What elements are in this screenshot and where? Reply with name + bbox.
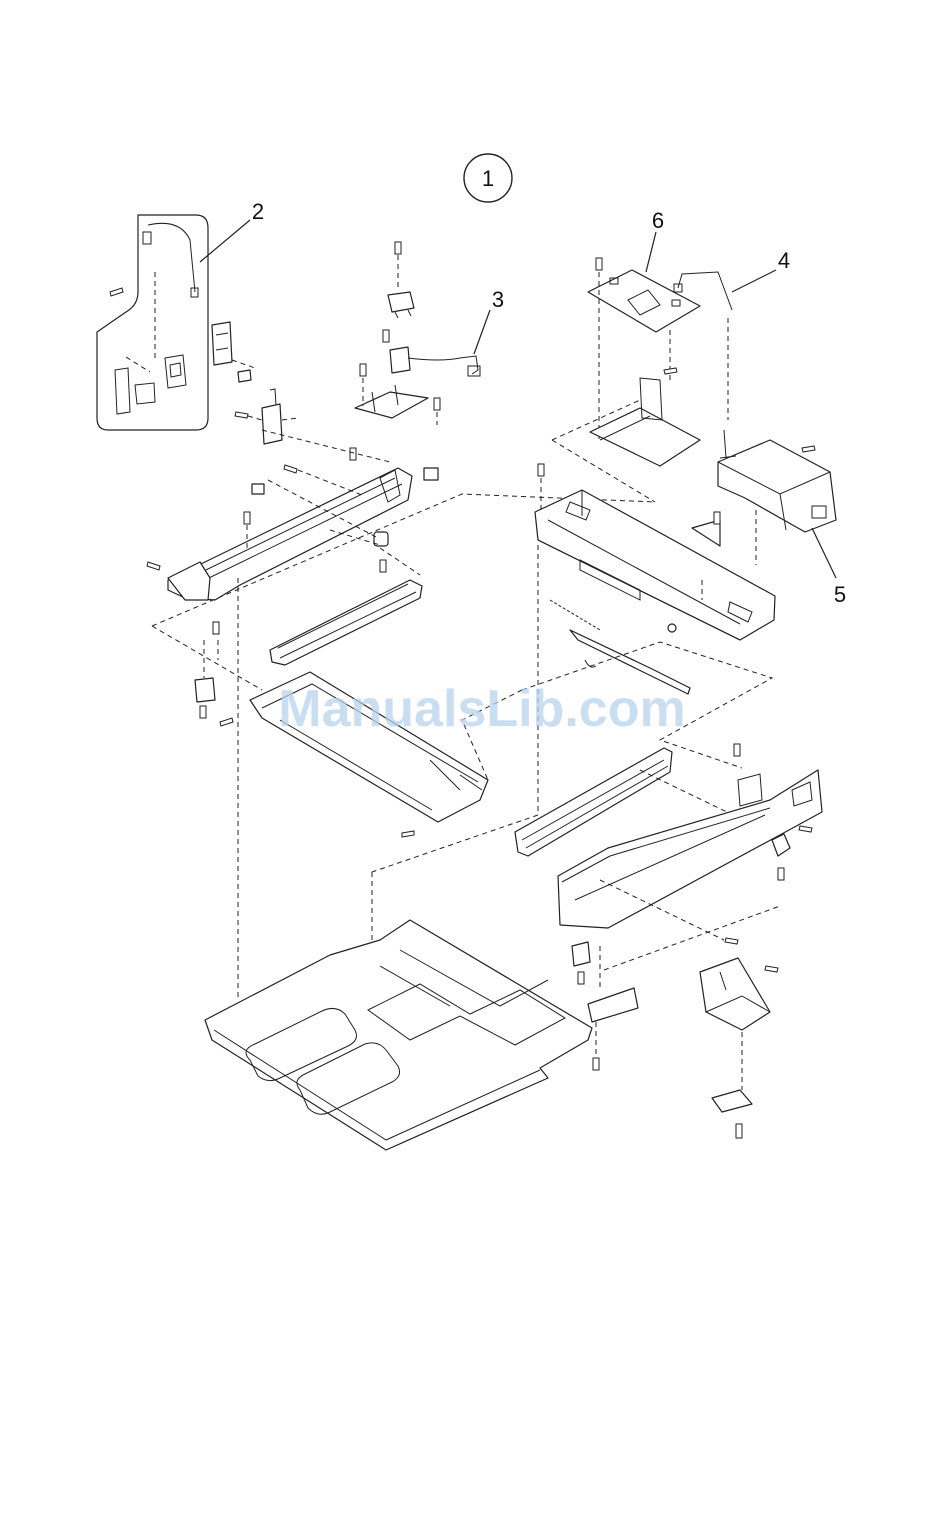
svg-text:5: 5 bbox=[834, 582, 846, 607]
part-4-cable bbox=[674, 272, 732, 420]
callout-2: 2 bbox=[200, 199, 264, 262]
figure-number-badge: 1 bbox=[464, 154, 512, 202]
svg-text:4: 4 bbox=[778, 248, 790, 273]
part-2-side-plate-assembly bbox=[97, 215, 208, 430]
svg-text:6: 6 bbox=[652, 208, 664, 233]
callout-5: 5 bbox=[812, 528, 846, 607]
figure-number: 1 bbox=[482, 166, 494, 191]
callout-4: 4 bbox=[732, 248, 790, 292]
base-plate bbox=[205, 578, 592, 1150]
board-mounting-bracket bbox=[552, 368, 700, 502]
callout-6: 6 bbox=[646, 208, 664, 272]
callout-3: 3 bbox=[474, 287, 504, 354]
watermark: ManualsLib.com bbox=[278, 680, 685, 738]
sensor-bracket-left bbox=[212, 322, 298, 444]
svg-text:2: 2 bbox=[252, 199, 264, 224]
svg-text:3: 3 bbox=[492, 287, 504, 312]
right-mounting-bracket bbox=[700, 958, 778, 1138]
part-3-sensor-harness-assembly bbox=[355, 242, 480, 425]
part-5-box-bracket bbox=[718, 430, 836, 565]
